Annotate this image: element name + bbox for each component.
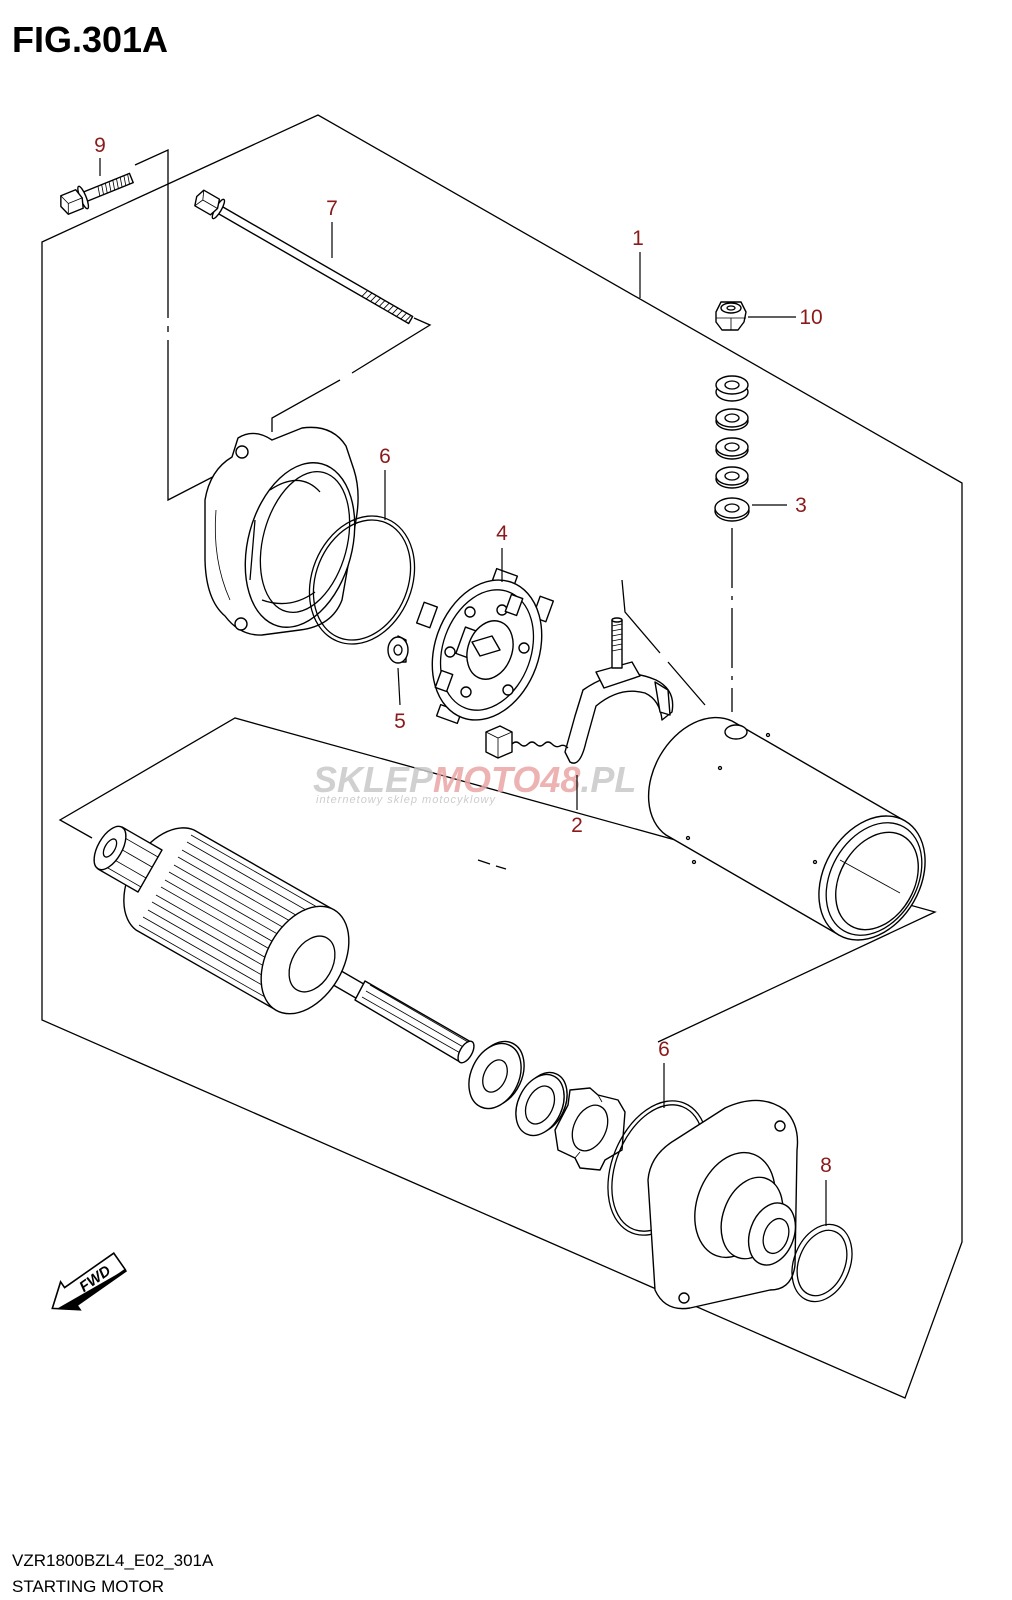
washer xyxy=(715,437,749,460)
yoke-1 xyxy=(647,716,926,941)
svg-text:10: 10 xyxy=(799,306,822,329)
armature xyxy=(93,825,475,1064)
callout-4[interactable]: 4 xyxy=(496,522,508,582)
svg-text:2: 2 xyxy=(571,814,583,837)
washer xyxy=(715,375,749,402)
svg-text:6: 6 xyxy=(658,1038,670,1061)
lock-plate xyxy=(554,1087,626,1171)
callout-2[interactable]: 2 xyxy=(571,775,583,837)
washer xyxy=(714,497,750,522)
washer xyxy=(715,408,749,431)
bearing-5 xyxy=(387,635,409,664)
terminal-guide-line xyxy=(621,579,706,706)
callout-3[interactable]: 3 xyxy=(752,494,807,517)
svg-text:6: 6 xyxy=(379,445,391,468)
rear-guide-line xyxy=(134,148,432,502)
brush-holder-plate-4 xyxy=(415,567,555,725)
callout-6-rear[interactable]: 6 xyxy=(379,445,391,520)
rear-cover xyxy=(204,426,359,636)
callout-7[interactable]: 7 xyxy=(326,197,338,258)
svg-text:7: 7 xyxy=(326,197,338,220)
through-bolt-7 xyxy=(194,189,414,325)
watermark: SKLEPMOTO48.PL internetowy sklep motocyk… xyxy=(313,759,636,806)
brush-set-2 xyxy=(485,617,674,764)
svg-text:5: 5 xyxy=(394,710,406,733)
figure-code: VZR1800BZL4_E02_301A xyxy=(12,1551,214,1570)
brush-pigtail xyxy=(511,741,569,749)
washer xyxy=(715,466,749,489)
o-ring-8 xyxy=(791,1223,853,1303)
svg-text:4: 4 xyxy=(496,522,508,545)
front-bracket xyxy=(647,1099,799,1310)
callouts: 9 7 1 10 6 4 3 5 xyxy=(94,134,832,1226)
assembly-outline xyxy=(41,114,963,1399)
bolt-9 xyxy=(60,172,134,215)
terminal-bolt xyxy=(611,617,623,669)
watermark-brand: SKLEPMOTO48.PL xyxy=(313,759,636,800)
watermark-tagline: internetowy sklep motocyklowy xyxy=(316,794,497,806)
svg-text:9: 9 xyxy=(94,134,106,157)
callout-8[interactable]: 8 xyxy=(820,1154,832,1226)
o-ring-6-rear xyxy=(308,515,416,645)
thrust-washers xyxy=(468,1040,568,1137)
carbon-brush xyxy=(485,725,513,759)
callout-6-front[interactable]: 6 xyxy=(658,1038,670,1108)
washer xyxy=(468,1040,525,1110)
washer xyxy=(515,1071,568,1137)
figure-name: STARTING MOTOR xyxy=(12,1577,164,1596)
armature-guide-line xyxy=(58,717,937,1043)
commutator-pinion xyxy=(93,825,163,893)
callout-9[interactable]: 9 xyxy=(94,134,106,176)
callout-5[interactable]: 5 xyxy=(394,667,406,733)
svg-text:8: 8 xyxy=(820,1154,832,1177)
shaft-splines xyxy=(354,980,472,1063)
callout-1[interactable]: 1 xyxy=(632,227,644,298)
washer-stack-3 xyxy=(714,375,750,522)
fwd-arrow-icon: FWD xyxy=(51,1252,128,1311)
figure-title: FIG.301A xyxy=(12,19,168,60)
terminal-hole xyxy=(724,724,748,740)
assembly-boundary xyxy=(41,114,963,1399)
svg-text:1: 1 xyxy=(632,227,644,250)
svg-text:3: 3 xyxy=(795,494,807,517)
callout-10[interactable]: 10 xyxy=(748,306,823,329)
nut-10 xyxy=(715,301,747,331)
